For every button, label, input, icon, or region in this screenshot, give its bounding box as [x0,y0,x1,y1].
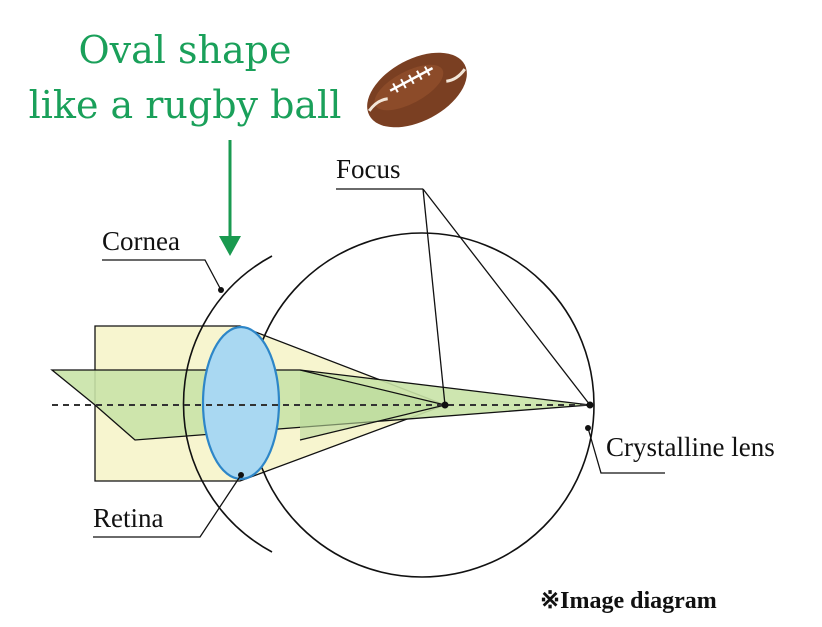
focus-label: Focus [336,154,401,184]
focus-leader-1 [422,188,446,406]
crystalline-lens-leader-dot [585,425,591,431]
title-line-1: Oval shape [79,28,292,72]
image-diagram-note: ※Image diagram [540,588,717,614]
down-arrow-icon [219,140,241,256]
retina-leader-dot [238,472,244,478]
cornea-leader-dot [218,287,224,293]
cornea-outline [182,255,273,553]
crystalline-lens-shape [201,325,281,481]
title-line-2: like a rugby ball [29,83,342,127]
crystalline-lens-label: Crystalline lens [606,432,775,462]
rugby-ball-icon [367,52,467,128]
retina-leader [93,474,242,538]
cornea-leader [102,259,222,291]
focus-leader-2 [422,188,591,406]
retina-label: Retina [93,503,163,533]
crystalline-lens-leader [587,427,665,474]
cornea-label: Cornea [102,226,180,256]
